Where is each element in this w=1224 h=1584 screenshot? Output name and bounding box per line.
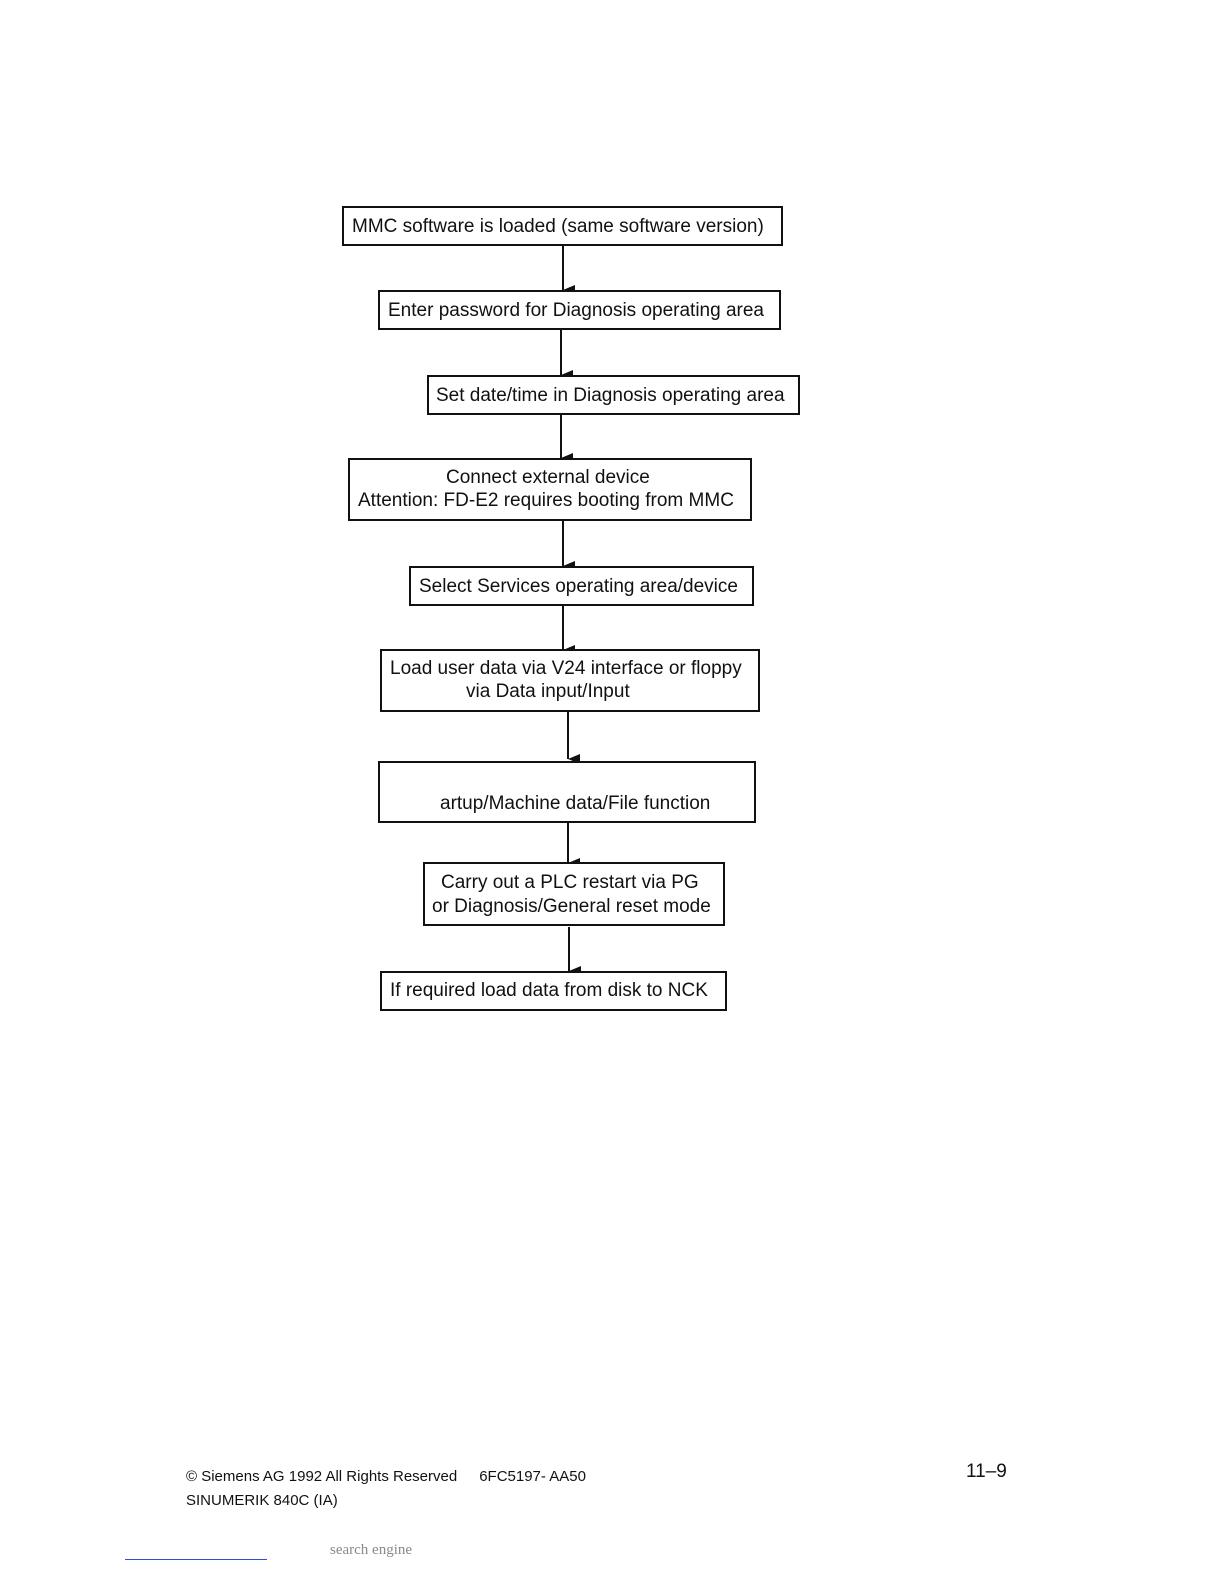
step-4-box: Connect external device Attention: FD-E2… — [348, 458, 752, 521]
step-4-text-line-2: Attention: FD-E2 requires booting from M… — [358, 490, 734, 511]
footer-doc-code: 6FC5197- AA50 — [479, 1468, 586, 1485]
step-6-text-line-1: Load user data via V24 interface or flop… — [390, 658, 742, 679]
page-number: 11–9 — [966, 1461, 1007, 1482]
step-7-text: artup/Machine data/File function — [440, 793, 711, 814]
step-8-box: Carry out a PLC restart via PG or Diagno… — [423, 862, 725, 926]
page-footer: © Siemens AG 1992 All Rights Reserved 6FC… — [186, 1465, 586, 1513]
step-8-text-line-2: or Diagnosis/General reset mode — [432, 896, 711, 917]
footer-product: SINUMERIK 840C (IA) — [186, 1492, 338, 1509]
footer-link-underline[interactable] — [125, 1559, 267, 1560]
flowchart: MMC software is loaded (same software ve… — [342, 206, 800, 1011]
step-8-text-line-1: Carry out a PLC restart via PG — [441, 872, 699, 893]
step-6-text-line-2: via Data input/Input — [466, 681, 630, 702]
footer-line-1: © Siemens AG 1992 All Rights Reserved 6FC… — [186, 1465, 586, 1489]
step-5-text: Select Services operating area/device — [419, 576, 738, 597]
step-7-box: artup/Machine data/File function — [378, 761, 756, 823]
footer-copyright: © Siemens AG 1992 All Rights Reserved — [186, 1468, 458, 1485]
step-2-text: Enter password for Diagnosis operating a… — [388, 300, 764, 321]
step-3-text: Set date/time in Diagnosis operating are… — [436, 385, 785, 406]
step-6-box: Load user data via V24 interface or flop… — [380, 649, 760, 712]
step-9-text: If required load data from disk to NCK — [390, 980, 708, 1001]
step-2-box: Enter password for Diagnosis operating a… — [378, 290, 781, 330]
step-1-text: MMC software is loaded (same software ve… — [352, 216, 764, 237]
step-5-box: Select Services operating area/device — [409, 566, 754, 606]
step-4-text-line-1: Connect external device — [446, 467, 650, 488]
flow-arrows — [560, 246, 581, 976]
step-1-box: MMC software is loaded (same software ve… — [342, 206, 783, 246]
search-engine-text: search engine — [330, 1542, 413, 1558]
step-9-box: If required load data from disk to NCK — [380, 971, 727, 1011]
step-3-box: Set date/time in Diagnosis operating are… — [427, 375, 800, 415]
